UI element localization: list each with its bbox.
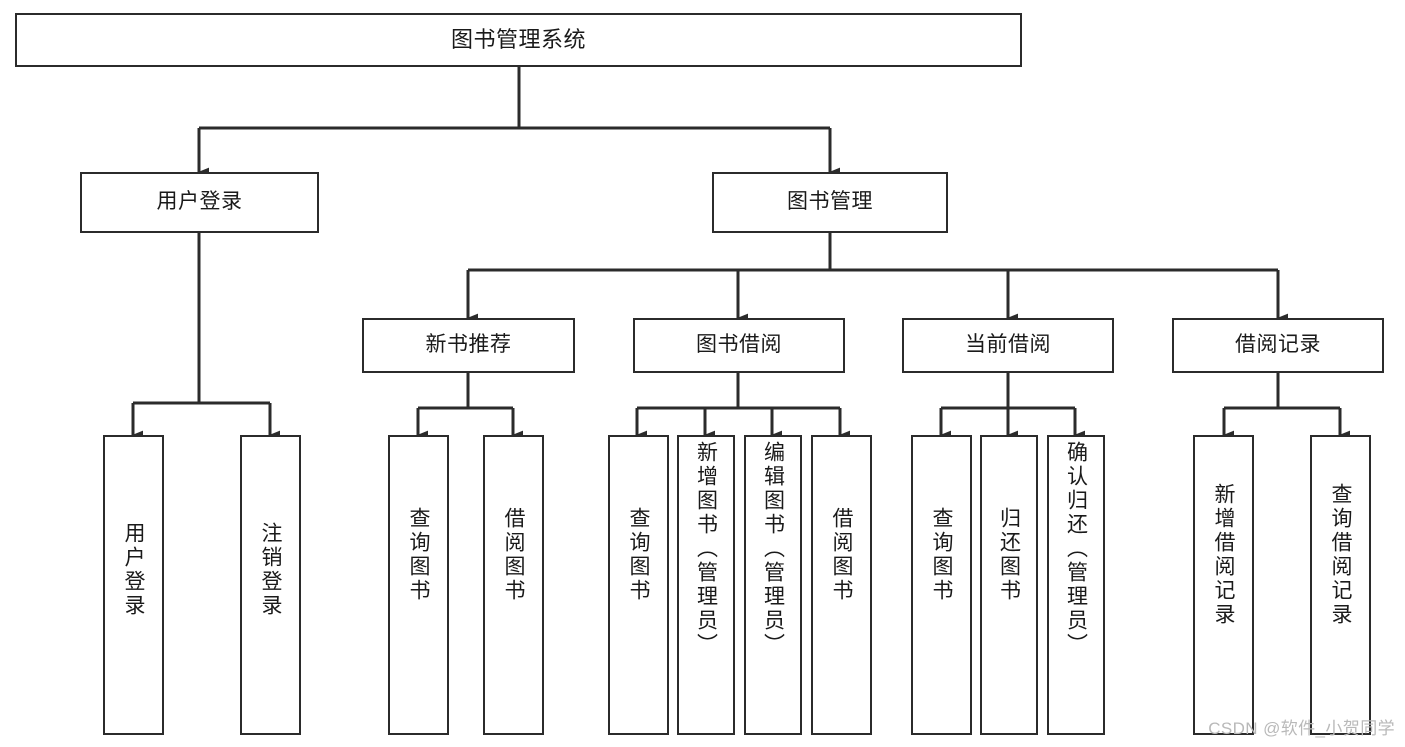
leaf-current-borrow-return[interactable]: 归还图书	[980, 435, 1038, 735]
node-label: 查询图书	[627, 507, 650, 603]
node-label: 借阅记录	[1235, 333, 1321, 357]
leaf-current-borrow-query[interactable]: 查询图书	[911, 435, 972, 735]
leaf-new-book-borrow[interactable]: 借阅图书	[483, 435, 544, 735]
node-label: 查询图书	[407, 507, 430, 603]
leaf-user-login-login[interactable]: 用户登录	[103, 435, 164, 735]
node-root-system[interactable]: 图书管理系统	[15, 13, 1022, 67]
leaf-book-borrow-query[interactable]: 查询图书	[608, 435, 669, 735]
leaf-book-borrow-borrow[interactable]: 借阅图书	[811, 435, 872, 735]
leaf-current-borrow-confirm-return[interactable]: 确认归还（管理员）	[1047, 435, 1105, 735]
node-label: 查询借阅记录	[1329, 483, 1352, 627]
node-user-login[interactable]: 用户登录	[80, 172, 319, 233]
leaf-borrow-record-query[interactable]: 查询借阅记录	[1310, 435, 1371, 735]
leaf-borrow-record-add[interactable]: 新增借阅记录	[1193, 435, 1254, 735]
node-label: 借阅图书	[502, 507, 525, 603]
leaf-user-login-logout[interactable]: 注销登录	[240, 435, 301, 735]
node-label: 图书借阅	[696, 333, 782, 357]
node-new-book-recommend[interactable]: 新书推荐	[362, 318, 575, 373]
node-borrow-record[interactable]: 借阅记录	[1172, 318, 1384, 373]
leaf-book-borrow-edit[interactable]: 编辑图书（管理员）	[744, 435, 802, 735]
node-label: 查询图书	[930, 507, 953, 603]
node-label: 新增图书（管理员）	[694, 441, 718, 657]
node-book-management[interactable]: 图书管理	[712, 172, 948, 233]
node-label: 图书管理	[787, 190, 873, 214]
node-book-borrow[interactable]: 图书借阅	[633, 318, 845, 373]
leaf-book-borrow-add[interactable]: 新增图书（管理员）	[677, 435, 735, 735]
node-label: 当前借阅	[965, 333, 1051, 357]
node-label: 新书推荐	[425, 333, 512, 357]
leaf-new-book-query[interactable]: 查询图书	[388, 435, 449, 735]
node-label: 用户登录	[122, 522, 145, 618]
node-label: 新增借阅记录	[1212, 483, 1235, 627]
node-label: 注销登录	[259, 522, 282, 618]
node-current-borrow[interactable]: 当前借阅	[902, 318, 1114, 373]
node-label: 用户登录	[156, 190, 243, 214]
node-label: 确认归还（管理员）	[1064, 441, 1088, 657]
node-label: 编辑图书（管理员）	[761, 441, 785, 657]
node-label: 借阅图书	[830, 507, 853, 603]
node-label: 归还图书	[997, 507, 1021, 603]
node-label: 图书管理系统	[450, 27, 586, 53]
